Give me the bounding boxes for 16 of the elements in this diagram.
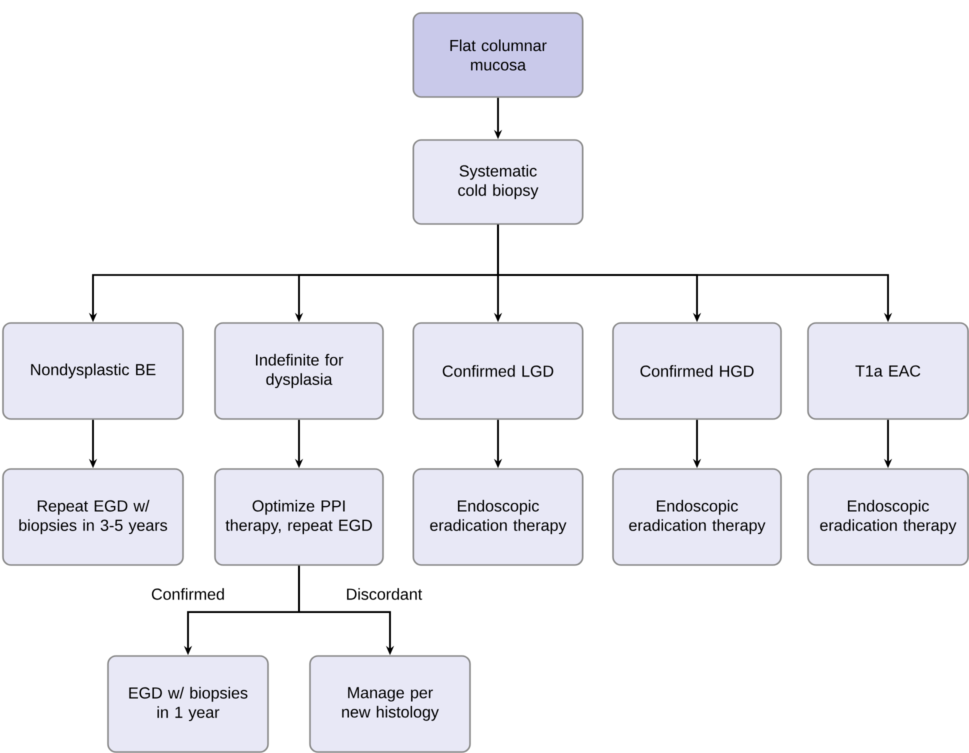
process-box: Confirmed LGD: [412, 322, 584, 420]
process-box: Manage per new histology: [309, 655, 471, 753]
process-box: Indefinite for dysplasia: [214, 322, 384, 420]
edge-label: Confirmed: [150, 586, 226, 602]
process-box: EGD w/ biopsies in 1 year: [107, 655, 269, 753]
process-box: Systematic cold biopsy: [412, 139, 584, 225]
process-box: Confirmed HGD: [612, 322, 782, 420]
process-box: Optimize PPI therapy, repeat EGD: [214, 468, 384, 566]
process-box: Nondysplastic BE: [2, 322, 184, 420]
process-box: Repeat EGD w/ biopsies in 3-5 years: [2, 468, 184, 566]
start-box: Flat columnar mucosa: [412, 12, 584, 98]
edge-label: Discordant: [344, 586, 424, 602]
process-box: Endoscopic eradication therapy: [612, 468, 782, 566]
process-box: Endoscopic eradication therapy: [412, 468, 584, 566]
process-box: Endoscopic eradication therapy: [807, 468, 969, 566]
process-box: T1a EAC: [807, 322, 969, 420]
